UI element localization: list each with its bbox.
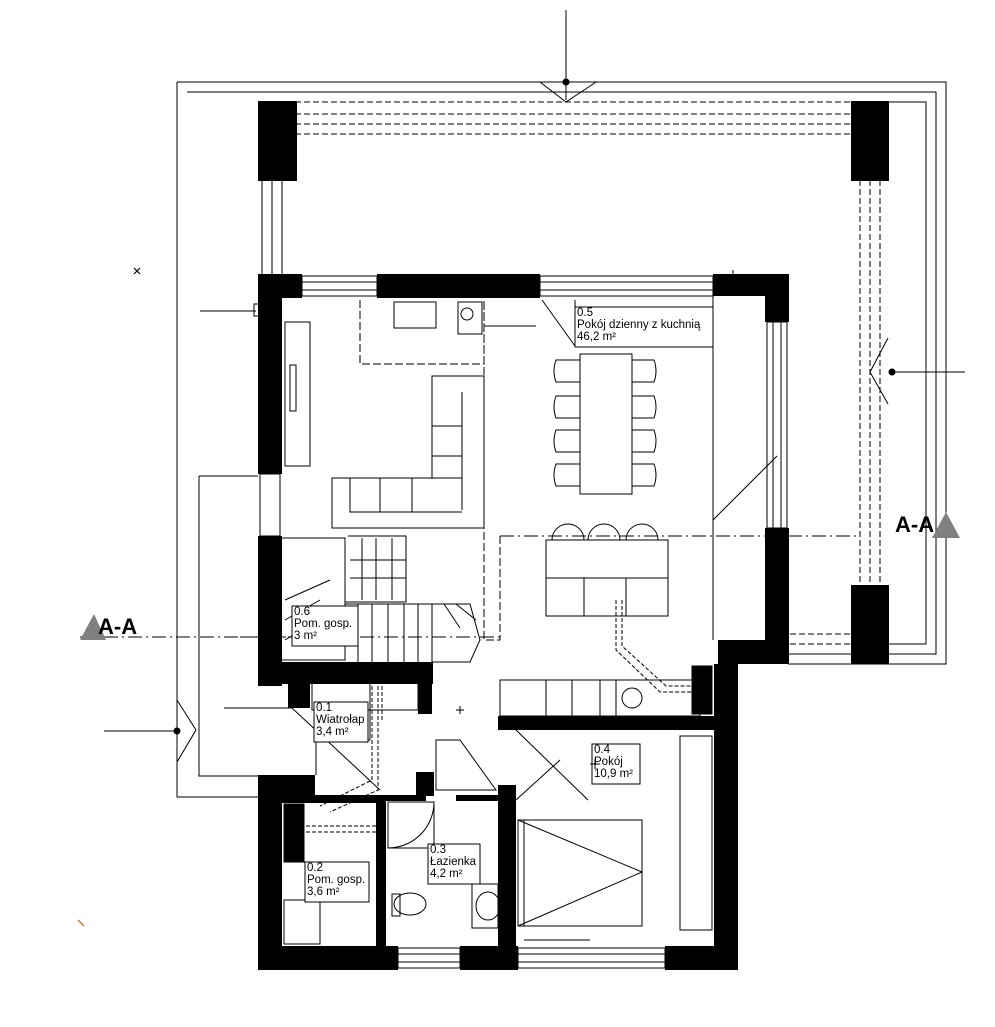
windows (259, 275, 788, 969)
grid-markers (77, 78, 896, 927)
room-name: Pom. gosp. (294, 618, 353, 630)
room-area: 46,2 m² (577, 331, 616, 343)
room-number: 0.4 (594, 744, 610, 756)
room-name: Pokój dzienny z kuchnią (577, 319, 701, 331)
room-label-boxes (291, 306, 714, 903)
room-area: 3 m² (294, 630, 317, 642)
room-name: Pom. gosp. (307, 874, 366, 886)
room-label-utility-1: 0.6 Pom. gosp. 3 m² (294, 606, 352, 642)
room-area: 10,9 m² (594, 768, 633, 780)
section-mark-right: A-A (895, 512, 935, 537)
room-name: Łazienka (430, 856, 477, 868)
roof-outline (176, 81, 947, 798)
room-name: Pokój (594, 756, 623, 768)
room-label-bedroom: 0.4 Pokój 10,9 m² (594, 744, 633, 780)
room-label-living-kitchen: 0.5 Pokój dzienny z kuchnią 46,2 m² (577, 307, 700, 343)
room-area: 3,6 m² (307, 886, 340, 898)
room-number: 0.6 (294, 606, 310, 618)
room-area: 3,4 m² (316, 726, 349, 738)
room-number: 0.2 (307, 862, 323, 874)
room-area: 4,2 m² (430, 868, 463, 880)
room-label-bathroom: 0.3 Łazienka 4,2 m² (430, 844, 476, 880)
room-label-vestibule: 0.1 Wiatrołap 3,4 m² (316, 702, 365, 738)
section-arrow-left (80, 614, 106, 640)
room-number: 0.5 (577, 307, 593, 319)
room-label-utility-2: 0.2 Pom. gosp. 3,6 m² (307, 862, 365, 898)
room-number: 0.3 (430, 844, 446, 856)
interior-lines (80, 10, 965, 945)
room-number: 0.1 (316, 702, 332, 714)
section-mark-left: A-A (98, 614, 138, 639)
room-name: Wiatrołap (316, 714, 365, 726)
chairs (553, 359, 657, 487)
section-arrow-right (932, 512, 960, 538)
